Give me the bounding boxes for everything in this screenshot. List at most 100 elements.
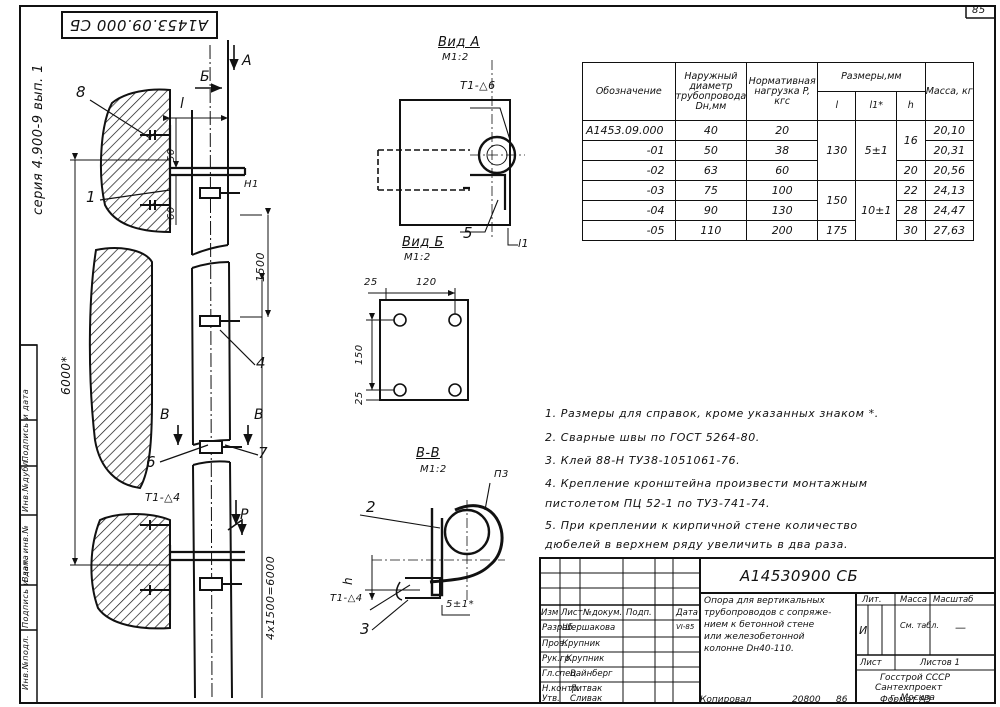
view-a-scale: М1:2 (442, 52, 469, 63)
cell-h: 16 (896, 120, 926, 161)
title-block-frame (539, 557, 996, 704)
org-line-3: г. Москва (890, 693, 935, 703)
dim-l: l (180, 96, 185, 112)
cell-mass: 24,47 (924, 200, 975, 221)
cell-designation: -04 (582, 200, 676, 221)
table-row: -04 90 130 28 24,47 (582, 200, 975, 221)
role-checker: Пров. (542, 639, 567, 649)
table-row: -02 63 60 20 20,56 (582, 160, 975, 181)
col-date: Дата (676, 608, 699, 618)
dim-6000: 6000* (59, 355, 73, 395)
col-list: Лист (561, 608, 583, 618)
header-h: h (896, 91, 926, 121)
load-p-label: P (240, 507, 249, 523)
cell-load: 200 (746, 220, 819, 241)
view-a-title: Вид А (438, 35, 480, 50)
section-vv (359, 482, 505, 631)
dim-h: h (341, 576, 355, 585)
cell-diameter: 50 (674, 140, 748, 161)
sheet-number: 85 (972, 5, 986, 16)
title-line-3: нием к бетонной стене (704, 620, 815, 630)
view-b (366, 288, 469, 401)
dim-1500: 1500 (254, 252, 267, 282)
cell-diameter: 40 (674, 120, 748, 141)
wall-section-top (99, 88, 171, 234)
wall-section-middle (88, 247, 153, 490)
cell-h: 22 (896, 180, 926, 201)
weld-t1-b4: Т1-△4 (145, 491, 181, 504)
cell-designation: -02 (582, 160, 676, 181)
callout-7: 7 (258, 444, 269, 462)
note-3: 3. Клей 88-Н ТУ38-1051061-76. (545, 454, 741, 467)
cell-designation: -05 (582, 220, 676, 241)
role-chief-spec: Гл.спец. (542, 669, 579, 679)
mass-label: Масса (900, 595, 928, 605)
cell-load: 60 (746, 160, 819, 181)
dim-50: 50 (166, 148, 177, 162)
table-row: -01 50 38 20,31 (582, 140, 975, 161)
spec-table: Обозначение Наружный диаметр трубопровод… (582, 62, 975, 241)
role-norm-control: Н.контр. (542, 684, 581, 694)
callout-6: 6 (146, 453, 157, 471)
p3-label: П3 (494, 469, 509, 480)
footer-format: Формат А3 (880, 695, 932, 705)
org-line-1: Госстрой СССР (880, 673, 950, 683)
cell-mass: 24,13 (924, 180, 975, 201)
name-norm-control: Литвак (570, 684, 603, 694)
header-diameter: Наружный диаметр трубопровода Dн,мм (674, 62, 748, 121)
sheet-label: Лист (860, 658, 882, 668)
header-designation: Обозначение (582, 62, 676, 121)
callout-5: 5 (463, 224, 474, 242)
stamp-inv-no: Инв.№подл. (21, 634, 30, 690)
h1-label: Н1 (244, 179, 259, 190)
anchor-bolt (140, 130, 170, 595)
cell-h: 28 (896, 200, 926, 221)
arrow-v-right: В (254, 407, 265, 423)
stamp-replace-inv: Взам. инв.№ (21, 524, 30, 582)
note-1: 1. Размеры для справок, кроме указанных … (545, 407, 879, 420)
cell-load: 38 (746, 140, 819, 161)
cell-h: 30 (896, 220, 926, 241)
name-approver: Сливак (570, 694, 603, 704)
dim-60: 60 (166, 206, 177, 220)
cell-mass: 20,31 (924, 140, 975, 161)
name-group-lead: Крупник (566, 654, 605, 664)
dim-5: 5±1* (446, 599, 475, 610)
header-l: l (817, 91, 857, 121)
table-row: -05 110 200 175 30 27,63 (582, 220, 975, 241)
section-vv-title: В-В (416, 446, 441, 461)
org-line-2: Сантехпроект (875, 683, 943, 693)
cell-diameter: 110 (674, 220, 748, 241)
callout-8: 8 (76, 83, 87, 101)
cell-designation: А1453.09.000 (582, 120, 676, 141)
dim-l1: l1 (518, 237, 530, 250)
dim-120: 120 (416, 277, 437, 288)
lit-value: И (859, 624, 868, 637)
scale-label: Масштаб (933, 595, 974, 605)
cell-designation: -03 (582, 180, 676, 201)
cell-diameter: 90 (674, 200, 748, 221)
cell-mass: 20,10 (924, 120, 975, 141)
header-l1: l1* (855, 91, 898, 121)
title-line-5: колонне Dн40-110. (704, 644, 794, 654)
binding-stamp (19, 344, 38, 704)
title-line-2: трубопроводов с сопряже- (704, 608, 832, 618)
title-line-1: Опора для вертикальных (704, 596, 825, 606)
note-4: 4. Крепление кронштейна произвести монта… (545, 477, 868, 490)
pipe (191, 40, 233, 699)
cell-l: 150 (817, 180, 857, 221)
name-checker: Крупник (562, 639, 601, 649)
table-row: А1453.09.000 40 20 130 5±1 16 20,10 (582, 120, 975, 181)
footer-copied: Копировал (700, 695, 752, 705)
view-b-title: Вид Б (402, 235, 444, 250)
note-5-cont: дюбелей в верхнем ряду увеличить в два р… (545, 538, 849, 551)
stamp-dup-inv: Инв.№дубл. (21, 457, 30, 512)
table-header: Обозначение Наружный диаметр трубопровод… (582, 62, 975, 121)
cell-mass: 27,63 (924, 220, 975, 241)
callout-4: 4 (256, 354, 267, 372)
cell-mass: 20,56 (924, 160, 975, 181)
table-row: -03 75 100 150 10±1 22 24,13 (582, 180, 975, 241)
col-sign: Подп. (626, 608, 652, 618)
cell-load: 130 (746, 200, 819, 221)
